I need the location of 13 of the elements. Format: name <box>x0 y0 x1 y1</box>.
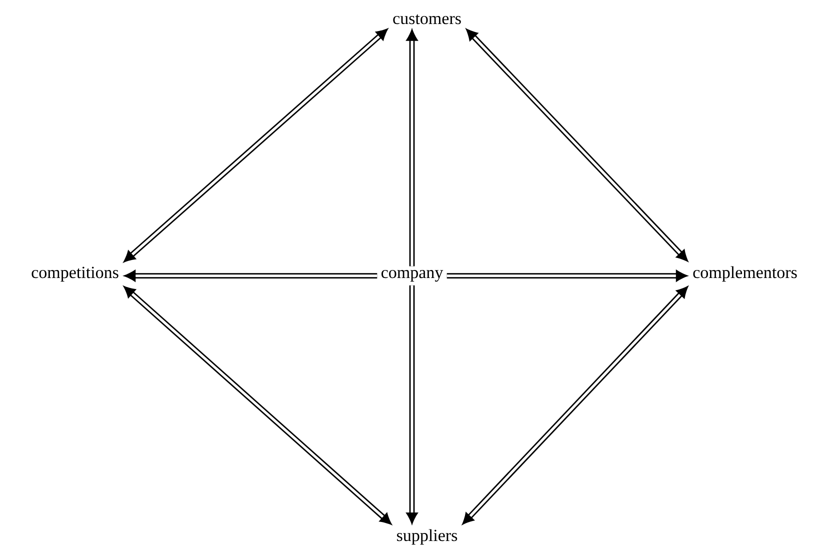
node-label: competitions <box>32 266 118 282</box>
node-label: customers <box>393 14 461 24</box>
arrow <box>462 286 688 525</box>
arrow <box>446 270 688 282</box>
node-label: company <box>382 270 444 282</box>
arrow <box>406 29 418 266</box>
node-label: suppliers <box>397 529 458 545</box>
arrow <box>406 285 418 524</box>
arrow <box>466 28 688 262</box>
arrow <box>124 270 378 282</box>
arrow <box>124 28 388 262</box>
arrow <box>124 286 392 525</box>
node-label: complementors <box>693 266 797 282</box>
